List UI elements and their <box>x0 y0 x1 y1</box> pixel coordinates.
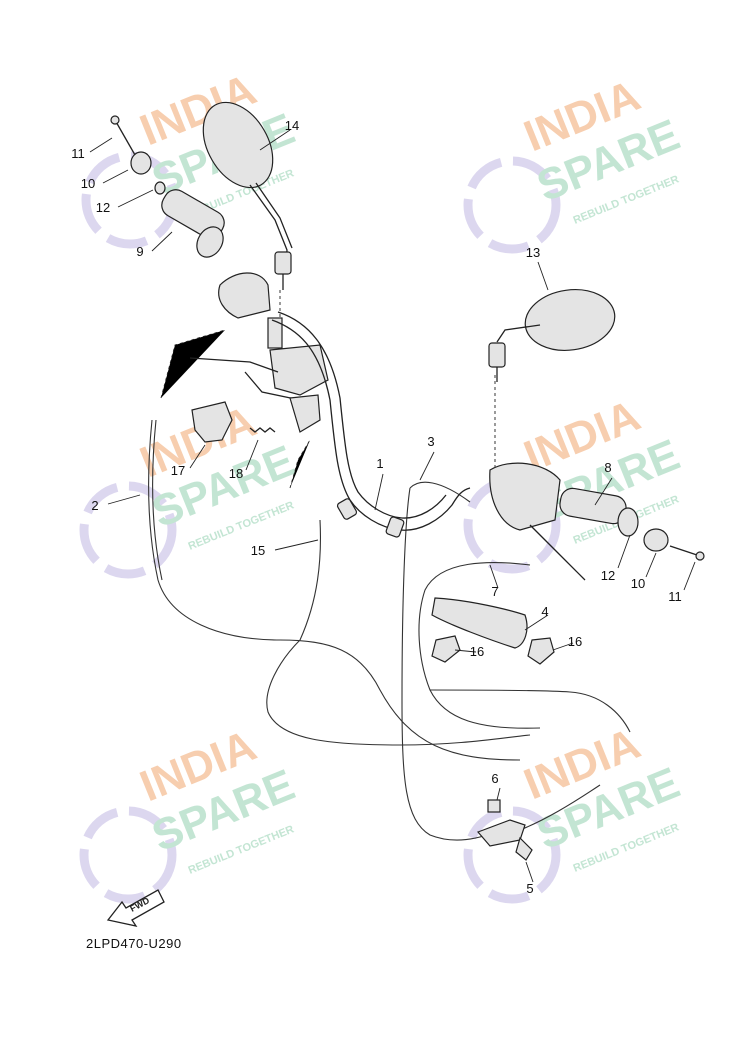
callout-leader-5 <box>525 861 534 883</box>
callout-leader-17 <box>189 444 206 469</box>
callout-leader-1 <box>374 473 384 511</box>
cables <box>148 290 631 841</box>
callout-leader-15 <box>274 539 319 551</box>
callout-leader-11 <box>89 137 113 153</box>
callout-leader-11 <box>683 561 696 591</box>
left-lever-assembly <box>189 272 329 433</box>
callout-label-15: 15 <box>251 543 265 558</box>
part-17 <box>191 401 233 443</box>
callout-leader-12 <box>617 534 631 569</box>
callout-leader-14 <box>259 129 291 151</box>
callout-leader-6 <box>496 787 501 801</box>
clutch-cable-inner <box>152 419 163 581</box>
cable-lower-right <box>519 784 601 831</box>
callout-label-4: 4 <box>541 604 548 619</box>
callout-label-11: 11 <box>668 589 682 604</box>
bracket-assembly <box>476 799 533 861</box>
watermark-bottom-right: INDIA SPARE REBUILD TOGETHER <box>463 719 686 904</box>
assembly-line <box>289 439 311 489</box>
callout-label-11: 11 <box>71 146 85 161</box>
callout-label-3: 3 <box>427 434 434 449</box>
throttle-cable-top <box>409 481 471 503</box>
handlebar <box>271 311 471 538</box>
callout-label-18: 18 <box>229 466 243 481</box>
callout-label-17: 17 <box>171 463 185 478</box>
callout-leader-8 <box>594 477 613 506</box>
callout-leader-9 <box>151 231 173 252</box>
callout-label-12: 12 <box>601 568 615 583</box>
callout-label-12: 12 <box>96 200 110 215</box>
watermark-logo-icon <box>463 156 561 254</box>
callout-leader-7 <box>489 564 499 589</box>
right-brake-lever <box>529 524 586 581</box>
callout-label-6: 6 <box>491 771 498 786</box>
callout-leader-10 <box>102 169 129 184</box>
watermark-logo-icon <box>463 476 561 574</box>
callout-leader-16 <box>552 642 574 651</box>
callout-label-14: 14 <box>285 118 299 133</box>
cable-15 <box>266 519 531 746</box>
watermark-top-right: INDIA SPARE REBUILD TOGETHER <box>463 71 686 254</box>
callout-leader-18 <box>245 439 259 471</box>
assembly-line <box>160 329 226 399</box>
callout-label-16: 16 <box>470 644 484 659</box>
callout-label-1: 1 <box>376 456 383 471</box>
callout-leader-13 <box>537 261 549 291</box>
watermark-middle-left: INDIA SPARE REBUILD TOGETHER <box>79 397 301 579</box>
callout-leader-10 <box>645 552 657 578</box>
watermark-logo-icon <box>79 481 177 579</box>
callout-label-5: 5 <box>526 881 533 896</box>
watermark-logo-icon <box>463 806 561 904</box>
callout-leader-2 <box>107 494 141 505</box>
cable-7 <box>418 562 541 729</box>
callout-label-2: 2 <box>91 498 98 513</box>
right-grip <box>489 462 705 561</box>
part-4-cover <box>431 597 528 649</box>
callout-label-16: 16 <box>568 634 582 649</box>
watermark-logo-icon <box>79 806 177 904</box>
parts: FWD <box>106 101 705 927</box>
callout-label-8: 8 <box>604 460 611 475</box>
callout-label-9: 9 <box>136 244 143 259</box>
clutch-cable <box>148 419 521 761</box>
callout-label-7: 7 <box>491 584 498 599</box>
watermark-bottom-left: INDIA SPARE REBUILD TOGETHER <box>79 721 301 904</box>
callout-leader-3 <box>419 451 435 481</box>
right-mirror <box>488 289 616 382</box>
left-mirror <box>202 101 293 290</box>
throttle-cable <box>401 487 496 841</box>
callout-leader-16 <box>454 649 477 653</box>
callout-leader-12 <box>117 189 154 208</box>
callout-label-10: 10 <box>631 576 645 591</box>
callout-label-13: 13 <box>526 245 540 260</box>
callout-label-10: 10 <box>81 176 95 191</box>
left-grip <box>110 115 225 258</box>
part-16-clip <box>431 635 461 663</box>
cable-right <box>429 689 631 733</box>
part-16-clip <box>527 637 555 665</box>
drawing-code: 2LPD470-U290 <box>86 936 182 951</box>
part-18 <box>249 427 276 433</box>
callout-leader-4 <box>524 614 549 631</box>
